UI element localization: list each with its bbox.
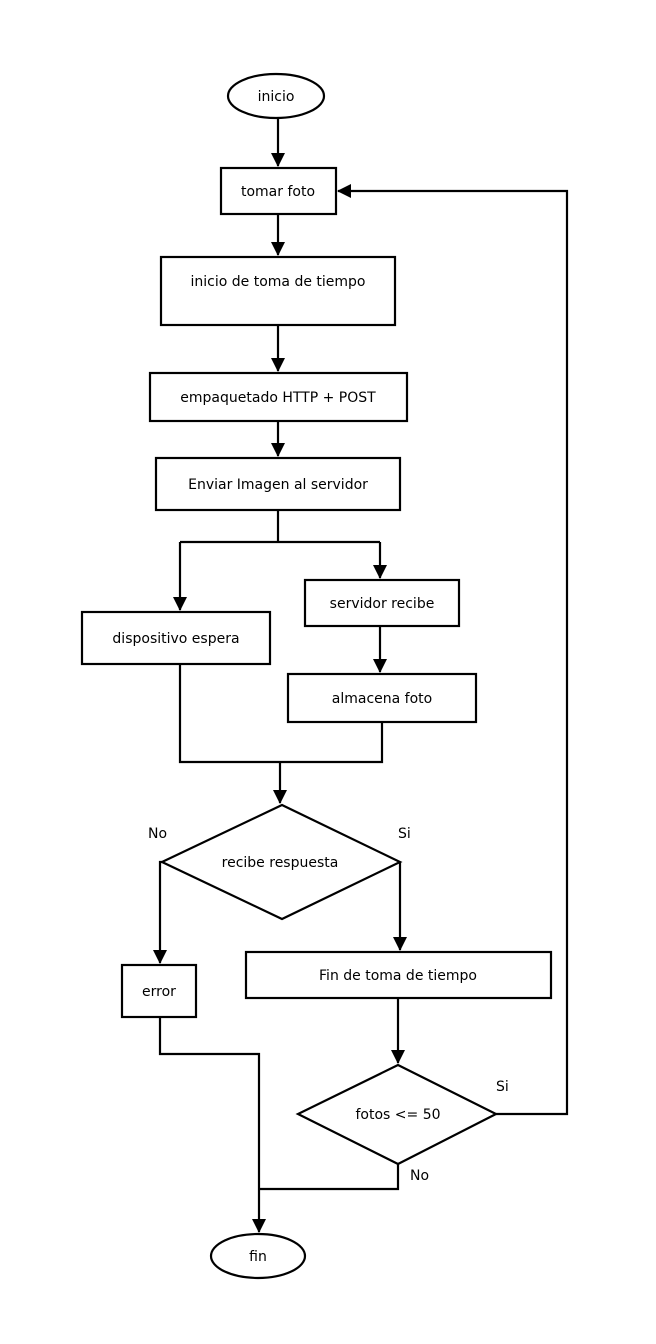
store-photo-label: almacena foto	[332, 691, 432, 707]
device-waits-label: dispositivo espera	[112, 631, 239, 647]
loop-no-label: No	[410, 1168, 429, 1184]
receives-response-label: recibe respuesta	[222, 855, 339, 871]
error-label: error	[142, 984, 176, 1000]
take-photo-label: tomar foto	[241, 184, 315, 200]
start-timing-node: inicio de toma de tiempo	[159, 255, 397, 327]
edge-photo-check-no-to-end	[259, 1164, 400, 1191]
error-node: error	[120, 963, 198, 1019]
receives-response-decision: recibe respuesta	[159, 803, 403, 921]
edge-error-to-end	[158, 1017, 266, 1233]
end-node: fin	[209, 1232, 307, 1280]
server-receives-node: servidor recibe	[303, 578, 461, 628]
store-photo-node: almacena foto	[286, 672, 478, 724]
photo-count-decision: fotos <= 50	[295, 1063, 499, 1166]
end-timing-label: Fin de toma de tiempo	[319, 968, 477, 984]
server-receives-label: servidor recibe	[330, 596, 435, 612]
photo-count-label: fotos <= 50	[355, 1107, 440, 1123]
end-timing-node: Fin de toma de tiempo	[244, 950, 553, 1000]
loop-yes-label: Si	[496, 1079, 509, 1095]
send-image-label: Enviar Imagen al servidor	[188, 477, 368, 493]
response-no-label: No	[148, 826, 167, 842]
end-node-label: fin	[249, 1249, 267, 1265]
device-waits-node: dispositivo espera	[80, 610, 272, 666]
start-node: inicio	[226, 72, 326, 120]
response-yes-label: Si	[398, 826, 411, 842]
edge-loop-back-to-take-photo	[337, 184, 569, 1116]
take-photo-node: tomar foto	[219, 166, 338, 216]
package-http-label: empaquetado HTTP + POST	[180, 390, 376, 406]
start-node-label: inicio	[258, 89, 295, 105]
edge-decision-no-to-error	[153, 860, 167, 964]
start-timing-label: inicio de toma de tiempo	[191, 274, 366, 290]
package-http-node: empaquetado HTTP + POST	[148, 371, 409, 423]
send-image-node: Enviar Imagen al servidor	[154, 456, 402, 512]
